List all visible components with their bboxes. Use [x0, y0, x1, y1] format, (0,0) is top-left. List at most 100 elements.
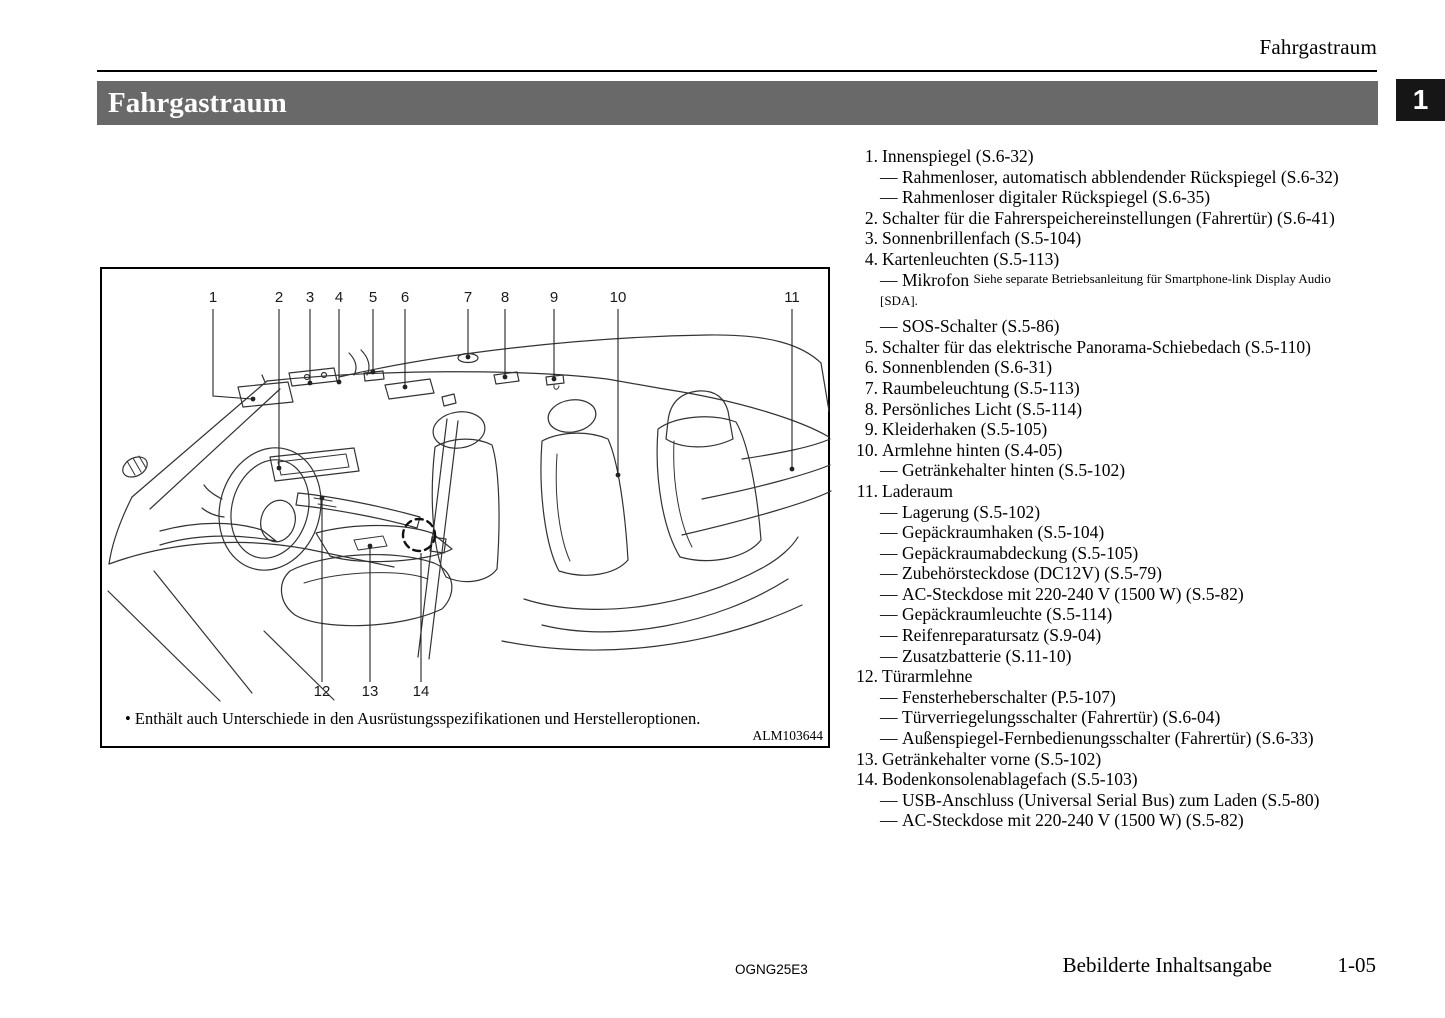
figure-image-code: ALM103644: [752, 728, 824, 743]
chapter-banner: Fahrgastraum: [97, 81, 1378, 125]
item-text: Sonnenbrillenfach (S.5-104): [882, 228, 1082, 249]
item-text: Lagerung (S.5-102): [902, 501, 1041, 522]
item-dash: —: [880, 316, 898, 337]
list-subitem: —Gepäckraumleuchte (S.5-114): [852, 604, 1392, 625]
list-item: 1.Innenspiegel (S.6-32): [852, 146, 1392, 167]
list-subitem: —AC-Steckdose mit 220-240 V (1500 W) (S.…: [852, 810, 1392, 831]
list-item: 3.Sonnenbrillenfach (S.5-104): [852, 228, 1392, 249]
callout-label: 10: [610, 289, 627, 306]
item-text: Kleiderhaken (S.5-105): [882, 419, 1048, 440]
item-text: Armlehne hinten (S.4-05): [882, 439, 1063, 460]
item-text: Getränkehalter vorne (S.5-102): [882, 748, 1102, 769]
item-dash: —: [880, 686, 898, 707]
list-item: 12.Türarmlehne: [852, 666, 1392, 687]
item-number: 8.: [864, 398, 878, 419]
item-text: Laderaum: [882, 480, 953, 501]
callout-label: 13: [362, 683, 379, 700]
item-dash: —: [880, 501, 898, 522]
item-number: 6.: [864, 357, 878, 378]
list-item: 5.Schalter für das elektrische Panorama-…: [852, 337, 1392, 358]
list-subitem: —Zubehörsteckdose (DC12V) (S.5-79): [852, 563, 1392, 584]
item-number: 3.: [864, 228, 878, 249]
list-item: 2.Schalter für die Fahrerspeichereinstel…: [852, 208, 1392, 229]
item-text: Persönliches Licht (S.5-114): [882, 398, 1083, 419]
callout-leader-lines: [212, 309, 793, 682]
list-item: 4.Kartenleuchten (S.5-113): [852, 249, 1392, 270]
item-text: Gepäckraumhaken (S.5-104): [902, 522, 1105, 543]
figure-caption-bullet: •: [125, 709, 131, 728]
list-subitem: —Gepäckraumabdeckung (S.5-105): [852, 543, 1392, 564]
callout-label: 9: [550, 289, 558, 306]
list-subitem: —Mikrofon Siehe separate Betriebsanleitu…: [852, 270, 1392, 311]
list-subitem: —Zusatzbatterie (S.11-10): [852, 646, 1392, 667]
list-item: 9.Kleiderhaken (S.5-105): [852, 419, 1392, 440]
list-item: 11.Laderaum: [852, 481, 1392, 502]
list-subitem: —Türverriegelungsschalter (Fahrertür) (S…: [852, 707, 1392, 728]
list-item: 14.Bodenkonsolenablagefach (S.5-103): [852, 769, 1392, 790]
item-text: Zusatzbatterie (S.11-10): [902, 645, 1072, 666]
header-rule: [97, 70, 1377, 72]
list-subitem: —AC-Steckdose mit 220-240 V (1500 W) (S.…: [852, 584, 1392, 605]
item-dash: —: [880, 707, 898, 728]
item-text: Mikrofon: [902, 269, 970, 290]
item-dash: —: [880, 269, 898, 290]
item-footnote-cont: [SDA].: [880, 293, 918, 309]
item-dash: —: [880, 625, 898, 646]
item-text: Kartenleuchten (S.5-113): [882, 248, 1060, 269]
list-subitem: —Gepäckraumhaken (S.5-104): [852, 522, 1392, 543]
list-subitem: —Fensterheberschalter (P.5-107): [852, 687, 1392, 708]
item-number: 12.: [856, 666, 878, 687]
item-number: 14.: [856, 769, 878, 790]
item-number: 11.: [856, 480, 878, 501]
list-item: 13.Getränkehalter vorne (S.5-102): [852, 749, 1392, 770]
list-subitem: —Rahmenloser digitaler Rückspiegel (S.6-…: [852, 187, 1392, 208]
callout-label: 5: [369, 289, 377, 306]
item-text: Bodenkonsolenablagefach (S.5-103): [882, 769, 1138, 790]
item-text: Fensterheberschalter (P.5-107): [902, 686, 1116, 707]
callout-label: 4: [335, 289, 343, 306]
item-text: Gepäckraumleuchte (S.5-114): [902, 604, 1113, 625]
car-interior-drawing: [107, 334, 832, 702]
item-dash: —: [880, 604, 898, 625]
item-number: 1.: [864, 146, 878, 166]
list-subitem: —Außenspiegel-Fernbedienungsschalter (Fa…: [852, 728, 1392, 749]
item-number: 9.: [864, 419, 878, 440]
list-subitem: —Rahmenloser, automatisch abblendender R…: [852, 167, 1392, 188]
list-item: 7.Raumbeleuchtung (S.5-113): [852, 378, 1392, 399]
figure-caption: • Enthält auch Unterschiede in den Ausrü…: [125, 709, 700, 729]
item-text: Raumbeleuchtung (S.5-113): [882, 377, 1080, 398]
item-text: Rahmenloser digitaler Rückspiegel (S.6-3…: [902, 187, 1211, 208]
item-dash: —: [880, 583, 898, 604]
list-subitem: —USB-Anschluss (Universal Serial Bus) zu…: [852, 790, 1392, 811]
list-subitem: —Reifenreparatursatz (S.9-04): [852, 625, 1392, 646]
callout-label: 12: [314, 683, 331, 700]
item-dash: —: [880, 542, 898, 563]
item-dash: —: [880, 166, 898, 187]
callout-leader: [212, 309, 253, 400]
callout-label: 1: [209, 289, 217, 306]
item-text: Schalter für das elektrische Panorama-Sc…: [882, 336, 1311, 357]
item-text: Reifenreparatursatz (S.9-04): [902, 625, 1102, 646]
callout-label: 11: [784, 289, 800, 306]
item-number: 10.: [856, 439, 878, 460]
footer-section-title: Bebilderte Inhaltsangabe: [1062, 953, 1272, 977]
item-text: Rahmenloser, automatisch abblendender Rü…: [902, 166, 1339, 187]
chapter-banner-title: Fahrgastraum: [108, 87, 287, 119]
item-text: SOS-Schalter (S.5-86): [902, 316, 1060, 337]
item-text: Türarmlehne: [882, 666, 973, 687]
footer-page-number: 1-05: [1337, 953, 1377, 977]
item-number: 7.: [864, 377, 878, 398]
item-number: 5.: [864, 336, 878, 357]
figure-caption-text: Enthält auch Unterschiede in den Ausrüst…: [134, 709, 701, 728]
item-text: Gepäckraumabdeckung (S.5-105): [902, 542, 1139, 563]
callout-dots: [250, 354, 795, 549]
callout-label: 8: [501, 289, 509, 306]
item-number: 2.: [864, 207, 878, 228]
callout-label: 2: [275, 289, 283, 306]
callout-label: 6: [401, 289, 409, 306]
list-item: 8.Persönliches Licht (S.5-114): [852, 399, 1392, 420]
item-dash: —: [880, 645, 898, 666]
footer-doc-code: OGNG25E3: [735, 962, 808, 977]
